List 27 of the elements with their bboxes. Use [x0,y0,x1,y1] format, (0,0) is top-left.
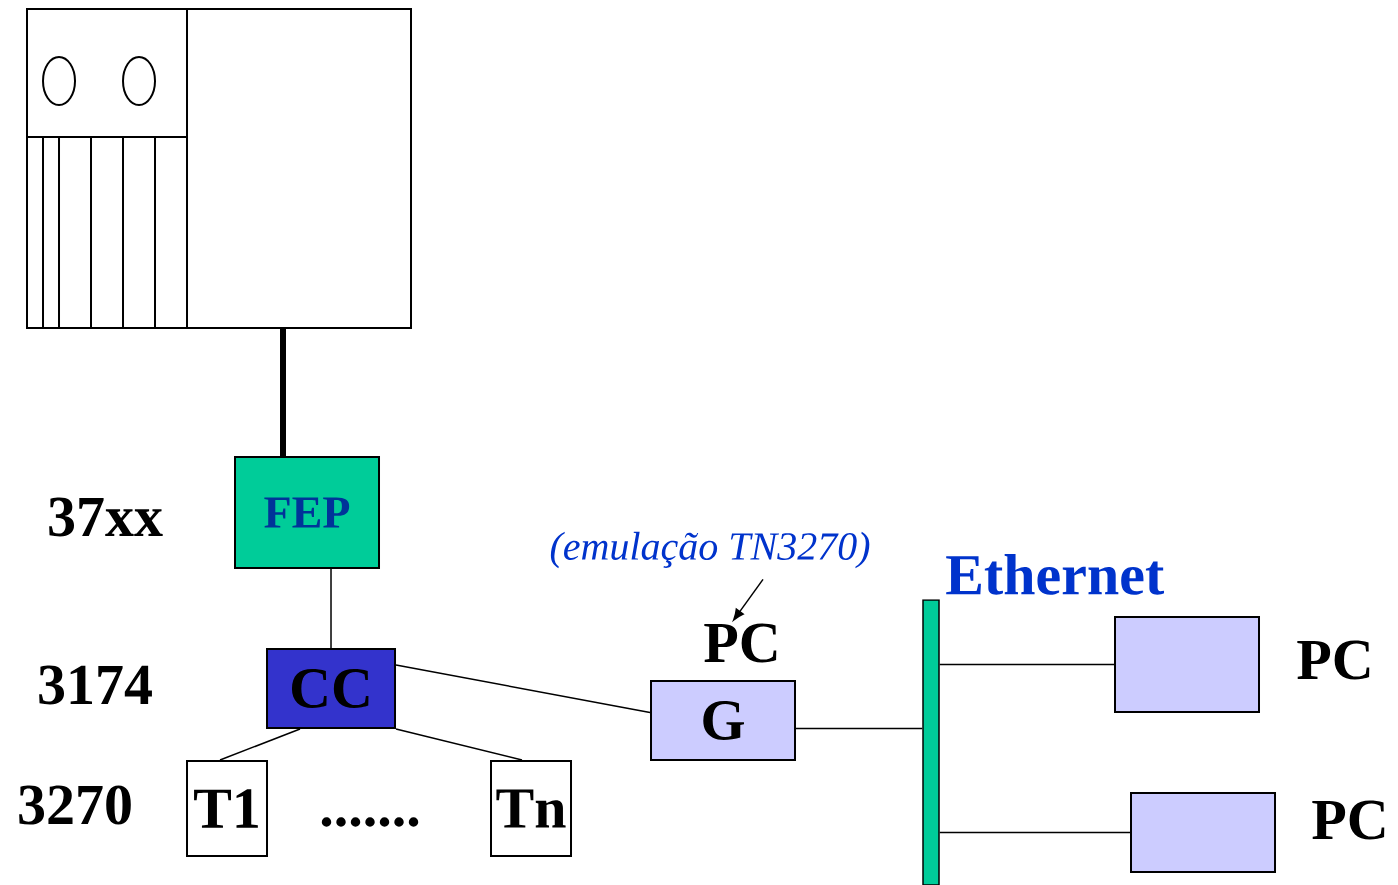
node-label: Ethernet [946,553,1165,595]
terminal-box: Tn [490,760,572,857]
dots: ....... [321,817,419,827]
connector-line [939,663,1115,666]
connector-line [395,728,523,761]
ethernet-bar: Ethernet [922,554,1164,885]
pc-box [1130,792,1276,873]
annotation-text: (emulação TN3270) [550,531,870,569]
model-number: 3174 [39,665,152,705]
pc-box [1114,616,1260,713]
device-label: PC [1312,800,1385,840]
mainframe-box [26,8,412,329]
connector-line [795,727,923,730]
connector-line [395,664,651,714]
connector-line [280,329,286,456]
connector-line [939,831,1131,834]
gateway-box: G [650,680,796,761]
terminal-box: T1 [186,760,268,857]
connector-line [219,728,301,761]
process-box: CC [266,648,396,729]
device-label: PC [1297,640,1370,680]
model-number: 3270 [19,785,131,825]
device-label: PC [704,623,777,663]
model-number: 37xx [49,497,163,537]
leader-line [733,578,764,621]
connector-line [330,568,332,649]
process-box: FEP [234,456,380,569]
